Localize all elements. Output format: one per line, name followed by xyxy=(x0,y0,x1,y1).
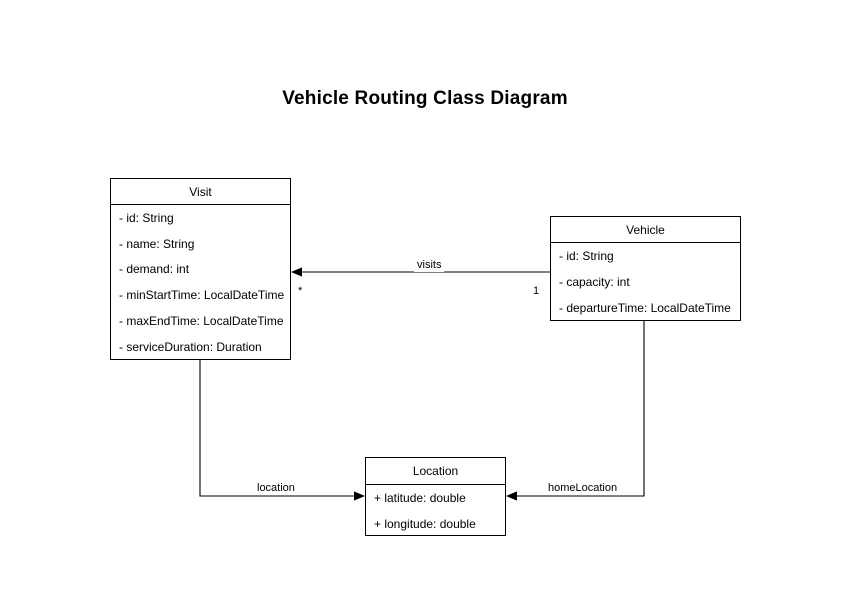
multiplicity-visit-end: * xyxy=(298,285,303,297)
edge-label-visits: visits xyxy=(414,259,445,272)
class-name-visit: Visit xyxy=(111,179,290,205)
uml-class-location[interactable]: Location + latitude: double + longitude:… xyxy=(365,457,506,536)
attribute-row: - maxEndTime: LocalDateTime xyxy=(119,314,284,329)
attribute-row: - id: String xyxy=(119,210,174,225)
class-name-vehicle: Vehicle xyxy=(551,217,740,243)
association-visits xyxy=(291,267,550,277)
attribute-row: + longitude: double xyxy=(374,517,476,531)
attribute-row: - capacity: int xyxy=(559,275,630,289)
edge-label-location: location xyxy=(254,482,298,495)
class-name-location: Location xyxy=(366,458,505,485)
attribute-list-location: + latitude: double + longitude: double xyxy=(366,485,505,537)
association-home-location xyxy=(506,321,645,501)
attribute-row: - serviceDuration: Duration xyxy=(119,339,262,354)
edge-label-home-location: homeLocation xyxy=(545,482,621,495)
attribute-row: - name: String xyxy=(119,236,195,251)
attribute-list-visit: - id: String - name: String - demand: in… xyxy=(111,205,290,360)
attribute-row: - minStartTime: LocalDateTime xyxy=(119,288,285,303)
attribute-row: - id: String xyxy=(559,249,614,263)
multiplicity-vehicle-end: 1 xyxy=(533,285,540,297)
attribute-row: - demand: int xyxy=(119,262,190,277)
uml-class-visit[interactable]: Visit - id: String - name: String - dema… xyxy=(110,178,291,360)
page-title: Vehicle Routing Class Diagram xyxy=(282,88,568,109)
uml-class-vehicle[interactable]: Vehicle - id: String - capacity: int - d… xyxy=(550,216,741,321)
attribute-row: + latitude: double xyxy=(374,491,466,505)
association-location xyxy=(199,360,365,501)
attribute-row: - departureTime: LocalDateTime xyxy=(559,301,731,315)
attribute-list-vehicle: - id: String - capacity: int - departure… xyxy=(551,243,740,321)
